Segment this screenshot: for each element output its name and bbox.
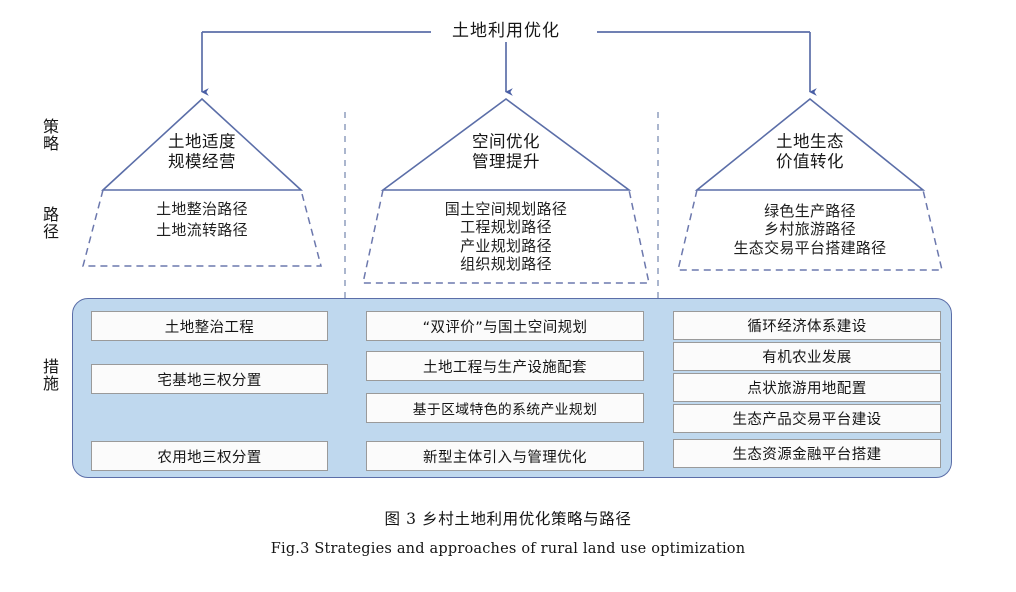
path-item-2-3: 组织规划路径 bbox=[460, 254, 552, 273]
measure-box-3-1[interactable]: 有机农业发展 bbox=[673, 342, 941, 371]
measure-box-3-0[interactable]: 循环经济体系建设 bbox=[673, 311, 941, 340]
strategy-title-2: 空间优化 管理提升 bbox=[436, 132, 576, 172]
measure-box-2-1[interactable]: 土地工程与生产设施配套 bbox=[366, 351, 644, 381]
row-label-strategy: 策略 bbox=[40, 118, 59, 152]
path-item-2-0: 国土空间规划路径 bbox=[444, 200, 568, 218]
row-label-path: 路径 bbox=[40, 206, 59, 240]
path-item-1-1: 土地流转路径 bbox=[156, 221, 248, 239]
measure-box-1-2[interactable]: 农用地三权分置 bbox=[91, 441, 328, 471]
strategy-title-3: 土地生态 价值转化 bbox=[740, 132, 880, 172]
measure-box-2-0[interactable]: “双评价”与国土空间规划 bbox=[366, 311, 644, 341]
path-item-3-0: 绿色生产路径 bbox=[764, 202, 856, 220]
figure-caption-en: Fig.3 Strategies and approaches of rural… bbox=[270, 541, 746, 557]
strategy-title-1: 土地适度 规模经营 bbox=[132, 132, 272, 172]
path-item-1-0: 土地整治路径 bbox=[156, 200, 248, 218]
row-label-measure: 措施 bbox=[40, 358, 59, 392]
measure-box-2-2[interactable]: 基于区域特色的系统产业规划 bbox=[366, 393, 644, 423]
figure-caption-cn: 图 3 乡村土地利用优化策略与路径 bbox=[384, 510, 632, 528]
path-item-3-1: 乡村旅游路径 bbox=[764, 220, 856, 239]
measure-box-3-4[interactable]: 生态资源金融平台搭建 bbox=[673, 439, 941, 468]
strategy-title-1-line2: 规模经营 bbox=[168, 152, 236, 172]
strategy-title-2-line2: 管理提升 bbox=[472, 152, 540, 172]
path-item-2-2: 产业规划路径 bbox=[460, 236, 552, 255]
measure-box-3-2[interactable]: 点状旅游用地配置 bbox=[673, 373, 941, 402]
path-list-1: 土地整治路径 土地流转路径 bbox=[122, 199, 282, 241]
measure-box-1-1[interactable]: 宅基地三权分置 bbox=[91, 364, 328, 394]
strategy-title-2-line1: 空间优化 bbox=[472, 132, 540, 151]
path-list-3: 绿色生产路径 乡村旅游路径 生态交易平台搭建路径 bbox=[700, 202, 920, 257]
path-item-3-2: 生态交易平台搭建路径 bbox=[733, 238, 887, 257]
strategy-title-1-line1: 土地适度 bbox=[168, 132, 236, 151]
measures-panel: 土地整治工程 宅基地三权分置 农用地三权分置 “双评价”与国土空间规划 土地工程… bbox=[72, 298, 952, 478]
root-title: 土地利用优化 bbox=[431, 21, 581, 42]
strategy-title-3-line2: 价值转化 bbox=[776, 152, 844, 172]
path-list-2: 国土空间规划路径 工程规划路径 产业规划路径 组织规划路径 bbox=[406, 200, 606, 273]
strategy-title-3-line1: 土地生态 bbox=[776, 132, 844, 151]
measure-box-3-3[interactable]: 生态产品交易平台建设 bbox=[673, 404, 941, 433]
path-item-2-1: 工程规划路径 bbox=[460, 218, 552, 237]
measure-box-1-0[interactable]: 土地整治工程 bbox=[91, 311, 328, 341]
measure-box-2-3[interactable]: 新型主体引入与管理优化 bbox=[366, 441, 644, 471]
